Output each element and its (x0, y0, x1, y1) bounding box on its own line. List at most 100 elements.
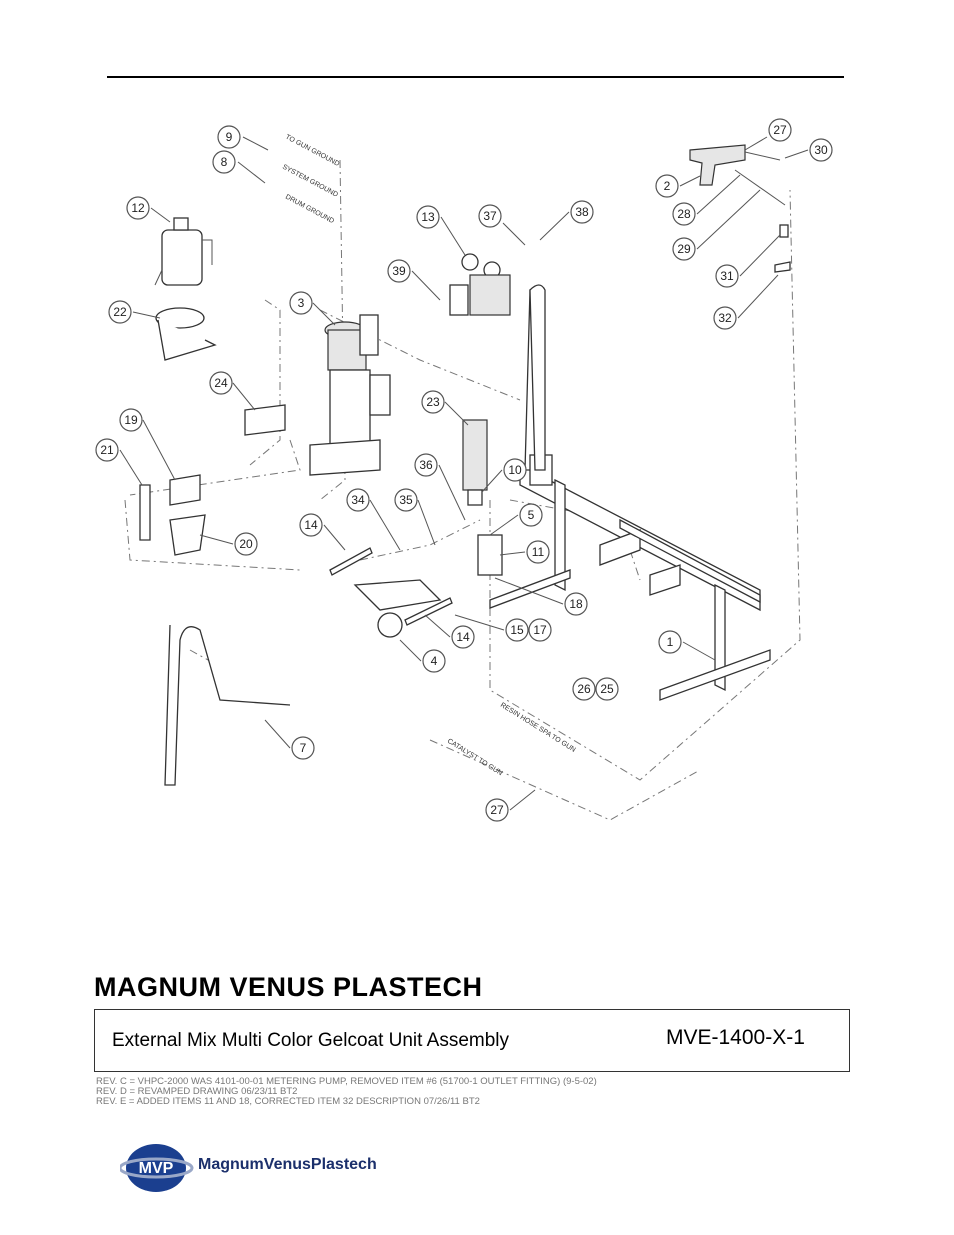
svg-text:3: 3 (298, 296, 305, 310)
svg-text:32: 32 (718, 311, 732, 325)
mvp-badge-icon: MVP (118, 1144, 194, 1192)
callout-23: 23 (421, 390, 469, 426)
svg-text:9: 9 (226, 130, 233, 144)
callout-28: 28 (672, 174, 741, 226)
regulator-part (449, 253, 511, 316)
callout-7: 7 (264, 719, 315, 760)
svg-text:10: 10 (508, 463, 522, 477)
callout-14-upper: 14 (299, 513, 346, 551)
callout-30: 30 (784, 138, 833, 162)
svg-text:36: 36 (419, 458, 433, 472)
revision-line: REV. D = REVAMPED DRAWING 06/23/11 BT2 (96, 1086, 298, 1097)
callout-38: 38 (539, 200, 594, 241)
callout-22: 22 (108, 300, 161, 324)
callout-12: 12 (126, 196, 171, 223)
callout-11: 11 (499, 540, 550, 564)
callout-39: 39 (387, 259, 441, 301)
callout-15: 15 (454, 614, 529, 642)
callout-19: 19 (119, 408, 176, 481)
callout-36: 36 (414, 453, 466, 521)
callout-14-lower: 14 (424, 614, 475, 649)
callout-29: 29 (672, 189, 761, 261)
part-number: MVE-1400-X-1 (666, 1026, 805, 1049)
callout-17: 17 (528, 618, 552, 642)
svg-text:27: 27 (773, 123, 787, 137)
callout-2: 2 (655, 174, 701, 198)
svg-text:35: 35 (399, 493, 413, 507)
svg-text:1: 1 (667, 635, 674, 649)
callout-20: 20 (199, 532, 258, 556)
spray-gun-part (689, 144, 786, 206)
svg-text:26: 26 (577, 682, 591, 696)
svg-text:18: 18 (569, 597, 583, 611)
svg-text:17: 17 (533, 623, 547, 637)
header-rule (107, 76, 844, 78)
svg-text:5: 5 (528, 508, 535, 522)
svg-text:12: 12 (131, 201, 145, 215)
callouts: 9 8 12 22 3 24 19 21 20 13 37 38 39 23 3… (95, 118, 833, 822)
svg-text:27: 27 (490, 803, 504, 817)
svg-text:8: 8 (221, 155, 228, 169)
drum-ground-label: DRUM GROUND (284, 194, 335, 226)
bracket-part (155, 307, 217, 361)
company-logo: MVP MagnumVenusPlastech (118, 1138, 420, 1198)
svg-text:38: 38 (575, 205, 589, 219)
svg-text:4: 4 (431, 654, 438, 668)
catalyst-bottle-part (154, 217, 213, 286)
callout-21: 21 (95, 438, 143, 486)
svg-text:39: 39 (392, 264, 406, 278)
svg-text:28: 28 (677, 207, 691, 221)
callout-25: 25 (595, 677, 619, 701)
misc-parts (139, 224, 791, 786)
callout-37: 37 (478, 204, 526, 246)
svg-text:2: 2 (664, 179, 671, 193)
callout-24: 24 (209, 371, 256, 411)
callout-35: 35 (394, 488, 436, 546)
callout-5: 5 (489, 503, 543, 536)
callout-3: 3 (289, 291, 336, 326)
system-ground-label: SYSTEM GROUND (281, 164, 339, 199)
callout-27-lower: 27 (485, 789, 536, 822)
callout-9: 9 (217, 125, 269, 151)
exploded-assembly-diagram: TO GUN GROUND SYSTEM GROUND DRUM GROUND … (95, 118, 833, 822)
callout-26: 26 (572, 677, 596, 701)
svg-text:29: 29 (677, 242, 691, 256)
callout-4: 4 (399, 639, 446, 673)
svg-text:MVP: MVP (139, 1160, 174, 1177)
callout-34: 34 (346, 488, 401, 551)
svg-text:31: 31 (720, 269, 734, 283)
gun-ground-label: TO GUN GROUND (284, 134, 340, 168)
company-heading: MAGNUM VENUS PLASTECH (94, 972, 483, 1002)
title-block: External Mix Multi Color Gelcoat Unit As… (94, 1009, 850, 1072)
svg-text:37: 37 (483, 209, 497, 223)
callout-8: 8 (212, 150, 266, 184)
callout-27-upper: 27 (744, 118, 792, 151)
frame-part (489, 289, 771, 701)
catalyst-hose-label: CATALYST TO GUN (446, 738, 503, 778)
revision-line: REV. C = VHPC-2000 WAS 4101-00-01 METERI… (96, 1076, 597, 1087)
svg-text:24: 24 (214, 376, 228, 390)
svg-text:14: 14 (304, 518, 318, 532)
resin-hose-label: RESIN HOSE SPA TO GUN (499, 702, 577, 754)
svg-text:14: 14 (456, 630, 470, 644)
callout-13: 13 (416, 205, 466, 256)
callout-32: 32 (713, 274, 779, 330)
revision-notes: REV. C = VHPC-2000 WAS 4101-00-01 METERI… (96, 1077, 597, 1107)
svg-text:19: 19 (124, 413, 138, 427)
callout-10: 10 (481, 458, 527, 493)
svg-text:21: 21 (100, 443, 114, 457)
svg-text:11: 11 (532, 545, 545, 559)
svg-text:23: 23 (426, 395, 440, 409)
svg-text:13: 13 (421, 210, 435, 224)
callout-1: 1 (658, 630, 716, 661)
svg-text:30: 30 (814, 143, 828, 157)
svg-text:7: 7 (300, 741, 307, 755)
revision-line: REV. E = ADDED ITEMS 11 AND 18, CORRECTE… (96, 1096, 480, 1107)
svg-text:22: 22 (113, 305, 127, 319)
callout-18: 18 (494, 577, 588, 616)
svg-text:34: 34 (351, 493, 365, 507)
logo-wordmark: MagnumVenusPlastech (198, 1156, 377, 1173)
pump-part (309, 314, 391, 476)
callout-31: 31 (715, 234, 781, 288)
svg-text:20: 20 (239, 537, 253, 551)
